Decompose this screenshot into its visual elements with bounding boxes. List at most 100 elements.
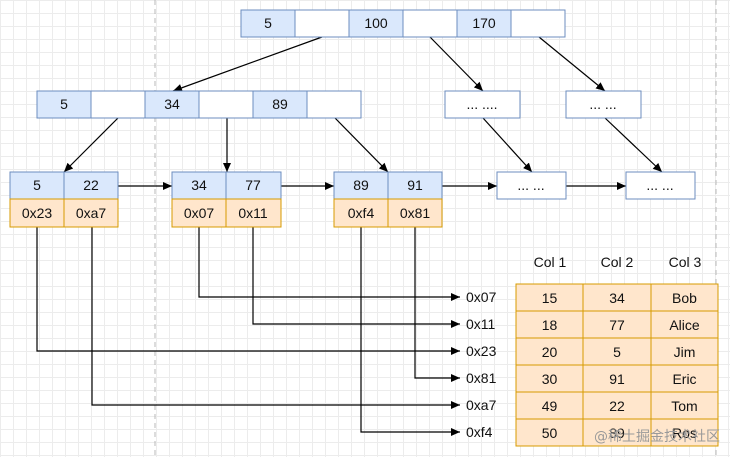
leaf-3-ptr-cell-2 — [387, 198, 443, 228]
root-gap-cell-3 — [510, 9, 566, 38]
leaf-3-key-1: 89 — [353, 177, 369, 193]
table-row: 30 91 Eric — [515, 364, 719, 393]
table-cell — [582, 337, 652, 366]
internal-key-1: 5 — [60, 96, 68, 112]
internal-key-3: 89 — [272, 96, 288, 112]
table-cell — [650, 364, 719, 393]
address-label: 0x81 — [466, 370, 497, 386]
leaf-3-ptr-1: 0xf4 — [348, 205, 375, 221]
root-node: 5 100 170 — [240, 9, 566, 38]
leaf-2-ptr-1: 0x07 — [184, 205, 215, 221]
leaf-2-key-2: 77 — [245, 177, 261, 193]
leaf-2-key-cell-2 — [225, 171, 282, 200]
table-cell-text: 34 — [609, 290, 625, 306]
root-key-cell-2 — [348, 9, 404, 38]
edges — [36, 36, 663, 436]
leaf-placeholder-2 — [625, 171, 696, 200]
table-cell-text: 30 — [542, 371, 558, 387]
internal-placeholder-b — [565, 90, 642, 119]
table-row: 18 77 Alice — [515, 310, 719, 339]
internal-node: 5 34 89 — [36, 90, 362, 119]
internal-key-cell-3 — [252, 90, 308, 119]
table-cell-text: 91 — [609, 371, 625, 387]
edge-root-placeholder-a — [429, 36, 484, 92]
edge-root-placeholder-b — [538, 36, 606, 92]
leaf-2-key-1: 34 — [191, 177, 207, 193]
root-gap-cell-1 — [294, 9, 350, 38]
table-cell — [650, 283, 719, 312]
table-header-col2: Col 2 — [601, 254, 634, 270]
root-key-cell-3 — [456, 9, 512, 38]
leaf-placeholder-1-text: ... ... — [517, 177, 544, 193]
leaf-1-ptr-2: 0xa7 — [76, 205, 107, 221]
leaf-2-ptr-cell-2 — [225, 198, 282, 228]
table-cell — [650, 337, 719, 366]
leaf-node-1: 5 22 0x23 0xa7 — [9, 171, 119, 228]
edge-internal-leaf-1 — [63, 117, 119, 173]
table-cell-text: 89 — [609, 425, 625, 441]
table-cell-text: 50 — [542, 425, 558, 441]
internal-key-2: 34 — [164, 96, 180, 112]
table-cell — [582, 364, 652, 393]
internal-gap-cell-2 — [198, 90, 254, 119]
table-cell-text: 20 — [542, 344, 558, 360]
internal-gap-cell-3 — [306, 90, 362, 119]
leaf-node-2: 34 77 0x07 0x11 — [171, 171, 282, 228]
edge-ptr-0xa7 — [91, 227, 460, 409]
table-cell-text: Eric — [672, 371, 696, 387]
table-row: 50 89 Ros — [515, 418, 719, 447]
table-cell-text: 22 — [609, 398, 625, 414]
table-cell-text: 18 — [542, 317, 558, 333]
edge-ptr-0x07 — [198, 227, 460, 301]
watermark: @稀土掘金技术社区 — [594, 429, 720, 445]
leaf-placeholder-1 — [496, 171, 567, 200]
table-header-col1: Col 1 — [534, 254, 567, 270]
table-cell — [650, 418, 719, 447]
leaf-2-ptr-2: 0x11 — [238, 205, 268, 221]
leaf-placeholder-2-text: ... ... — [646, 177, 673, 193]
edge-root-internal — [172, 36, 323, 92]
leaf-2-key-cell-1 — [171, 171, 227, 200]
leaf-3-key-2: 91 — [407, 177, 423, 193]
table-cell-text: Alice — [669, 317, 700, 333]
edge-placeholder-a-leaf — [482, 117, 533, 173]
leaf-node-3: 89 91 0xf4 0x81 — [333, 171, 443, 228]
edge-placeholder-b-leaf — [604, 117, 663, 173]
root-gap-cell-2 — [402, 9, 458, 38]
table-cell — [515, 418, 584, 447]
leaf-1-key-1: 5 — [33, 177, 41, 193]
internal-placeholder-a-text: ... .... — [466, 96, 497, 112]
table-cell-text: Jim — [674, 344, 696, 360]
leaf-3-ptr-cell-1 — [333, 198, 389, 228]
edge-ptr-0x11 — [252, 227, 460, 328]
internal-placeholder-b-text: ... ... — [589, 96, 616, 112]
leaf-3-ptr-2: 0x81 — [400, 205, 431, 221]
root-key-2: 100 — [364, 15, 388, 31]
table-cell-text: 49 — [542, 398, 558, 414]
table-cell-text: 5 — [613, 344, 621, 360]
root-key-3: 170 — [472, 15, 496, 31]
root-key-cell-1 — [240, 9, 296, 38]
edge-ptr-0x23 — [36, 227, 460, 355]
table-cell-text: Ros — [672, 425, 697, 441]
table-cell — [582, 310, 652, 339]
table-cell-text: 77 — [609, 317, 625, 333]
address-label: 0xf4 — [466, 424, 493, 440]
address-label: 0xa7 — [466, 397, 497, 413]
table-cell-text: 15 — [542, 290, 558, 306]
leaf-1-ptr-1: 0x23 — [22, 205, 53, 221]
address-label: 0x11 — [466, 316, 496, 332]
internal-gap-cell-1 — [90, 90, 146, 119]
table-row: 20 5 Jim — [515, 337, 719, 366]
edge-internal-leaf-3 — [334, 117, 389, 173]
table-cell-text: Tom — [671, 398, 697, 414]
address-label: 0x23 — [466, 343, 497, 359]
leaf-1-key-2: 22 — [83, 177, 99, 193]
address-labels: 0x07 0x11 0x23 0x81 0xa7 0xf4 — [466, 289, 497, 440]
edge-ptr-0xf4 — [360, 227, 460, 436]
leaf-1-ptr-cell-1 — [9, 198, 65, 228]
internal-placeholder-a — [444, 90, 521, 119]
